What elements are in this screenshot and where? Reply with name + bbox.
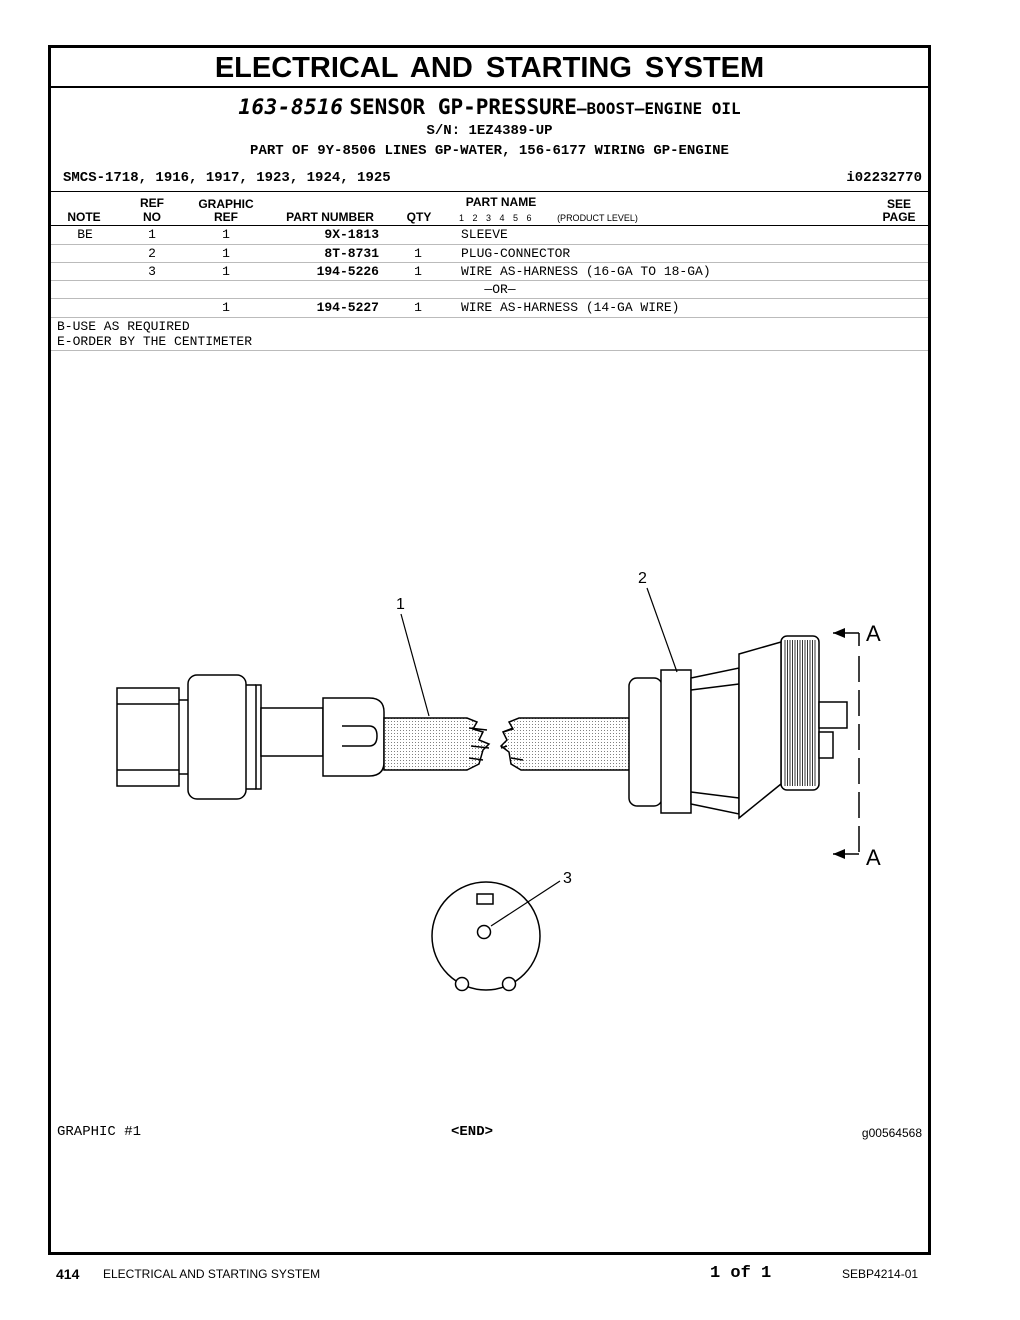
section-line-a-a <box>833 632 860 855</box>
sensor-hex-body <box>116 687 190 787</box>
row-part-name: WIRE AS-HARNESS (14-GA WIRE) <box>461 300 680 315</box>
col-see-bottom: PAGE <box>882 210 916 224</box>
group-subname: —BOOST—ENGINE OIL <box>576 99 741 118</box>
row-divider <box>51 262 928 263</box>
row-graphic-ref: 1 <box>222 264 230 279</box>
callout-2: 2 <box>638 570 647 587</box>
table-row: BE 1 1 9X-1813 SLEEVE <box>51 226 928 244</box>
sleeve-clip <box>322 697 385 777</box>
sensor-collar <box>187 674 247 800</box>
col-qty: QTY <box>406 210 432 224</box>
row-part-name: WIRE AS-HARNESS (16-GA TO 18-GA) <box>461 264 711 279</box>
col-ref-top: REF <box>140 196 164 210</box>
wire-harness-right <box>499 717 632 771</box>
col-part-name: PART NAME <box>465 195 537 209</box>
header-rule <box>51 191 928 192</box>
col-graphic-top: GRAPHIC <box>198 197 254 211</box>
note-b: B-USE AS REQUIRED <box>57 319 190 334</box>
row-ref-no: 3 <box>148 264 156 279</box>
table-row: 3 1 194-5226 1 WIRE AS-HARNESS (16-GA TO… <box>51 263 928 281</box>
notes-block: B-USE AS REQUIRED E-ORDER BY THE CENTIME… <box>57 319 252 349</box>
row-part-name: PLUG-CONNECTOR <box>461 246 571 261</box>
plug-connector-body <box>628 677 663 807</box>
pin-socket <box>476 924 492 940</box>
group-heading: 163-8516 SENSOR GP-PRESSURE—BOOST—ENGINE… <box>51 94 928 122</box>
footer-page-number: 414 <box>56 1266 80 1282</box>
pin-socket <box>454 976 470 992</box>
pin-socket <box>501 976 517 992</box>
row-graphic-ref: 1 <box>222 227 230 242</box>
row-graphic-ref: 1 <box>222 246 230 261</box>
col-note: NOTE <box>67 210 101 224</box>
col-see-top: SEE <box>886 197 911 211</box>
note-e: E-ORDER BY THE CENTIMETER <box>57 334 253 349</box>
smcs-codes: SMCS-1718, 1916, 1917, 1923, 1924, 1925 <box>63 170 391 186</box>
row-graphic-ref: 1 <box>222 300 230 315</box>
footer-page-of: 1 of 1 <box>710 1264 772 1283</box>
col-part-number: PART NUMBER <box>286 210 374 224</box>
table-row: 2 1 8T-8731 1 PLUG-CONNECTOR <box>51 245 928 263</box>
row-divider <box>51 298 928 299</box>
end-marker: <END> <box>451 1124 494 1140</box>
serial-range: S/N: 1EZ4389-UP <box>426 123 553 139</box>
callout-3: 3 <box>563 870 572 887</box>
row-qty: 1 <box>414 264 422 279</box>
columns-rule <box>51 225 928 226</box>
row-divider <box>51 280 928 281</box>
footer-doc-id: SEBP4214-01 <box>842 1267 919 1281</box>
wire-harness-left <box>383 717 491 771</box>
connector-pin <box>818 701 848 729</box>
row-part-name: SLEEVE <box>461 227 508 242</box>
callout-leader-3 <box>490 880 561 927</box>
connector-pin <box>818 731 834 759</box>
product-level-digits: 1 2 3 4 5 6 <box>459 213 532 223</box>
row-part-number: 8T-8731 <box>324 246 379 261</box>
graphic-id: g00564568 <box>861 1126 922 1140</box>
row-qty: 1 <box>414 246 422 261</box>
row-qty: 1 <box>414 300 422 315</box>
row-part-number: 194-5227 <box>316 300 379 315</box>
row-ref-no: 2 <box>148 246 156 261</box>
parts-illustration: 1 2 3 A A <box>116 570 881 992</box>
col-graphic-bottom: REF <box>214 210 238 224</box>
callout-1: 1 <box>396 596 405 613</box>
product-level: 1 2 3 4 5 6 (PRODUCT LEVEL) <box>459 213 638 223</box>
table-row: 1 194-5227 1 WIRE AS-HARNESS (14-GA WIRE… <box>51 299 928 317</box>
footer-section: ELECTRICAL AND STARTING SYSTEM <box>103 1267 321 1281</box>
graphic-label: GRAPHIC #1 <box>57 1124 142 1140</box>
row-part-number: 194-5226 <box>316 264 379 279</box>
callout-leader-1 <box>400 613 430 717</box>
page-frame: ELECTRICAL AND STARTING SYSTEM 163-8516 … <box>48 45 931 1255</box>
info-id: i02232770 <box>846 170 922 186</box>
row-divider <box>51 317 928 318</box>
row-part-name: —OR— <box>461 282 516 297</box>
arrow-head <box>833 849 845 859</box>
section-label-bottom: A <box>866 845 881 870</box>
row-divider <box>51 244 928 245</box>
part-of-line: PART OF 9Y-8506 LINES GP-WATER, 156-6177… <box>250 143 729 159</box>
row-note: BE <box>77 227 93 242</box>
page-title: ELECTRICAL AND STARTING SYSTEM <box>51 48 928 88</box>
notes-rule <box>51 350 928 351</box>
row-ref-no: 1 <box>148 227 156 242</box>
sensor-stem <box>260 707 324 757</box>
table-row: —OR— <box>51 281 928 299</box>
col-ref-bottom: NO <box>143 210 161 224</box>
row-part-number: 9X-1813 <box>324 227 379 242</box>
product-level-label: (PRODUCT LEVEL) <box>557 213 638 223</box>
arrow-head <box>833 628 845 638</box>
group-name: SENSOR GP-PRESSURE <box>349 95 577 119</box>
callout-leader-2 <box>646 587 678 673</box>
group-part-number: 163-8516 <box>238 95 344 119</box>
section-label-top: A <box>866 621 881 646</box>
